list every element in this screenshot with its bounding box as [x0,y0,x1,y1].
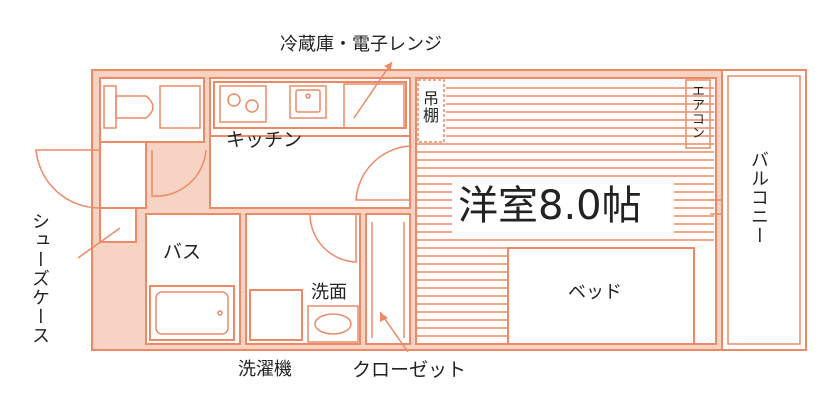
aircon-unit [685,79,711,149]
bath-room [145,213,241,345]
entrance-door-swing [35,149,101,209]
toilet-fixture [103,85,201,129]
washbasin-label: 洗面 [311,282,347,303]
room-door-swing [355,145,411,201]
fridge-microwave-label: 冷蔵庫・電子レンジ [280,34,442,55]
stove-burners-icon [219,85,267,123]
bath-label: バス [163,241,202,263]
hanging-shelf [417,79,445,143]
balcony-inner [727,75,801,345]
washing-machine-space [249,289,303,341]
washroom-door-swing [309,213,357,263]
room-label-bg [452,180,674,236]
hanging-shelf-label: 吊棚 [420,90,439,124]
entrance [99,141,147,209]
fridge-microwave-space [343,61,405,129]
shoe-case-pointer [77,227,121,259]
kitchen-area [209,77,411,209]
room-title: 洋室8.0帖 [458,183,642,229]
sink-icon [289,85,327,119]
balcony-label: バルコニー [748,150,769,245]
bed [507,247,695,345]
bed-label: ベッド [568,282,622,303]
closet-label: クローゼット [352,359,467,381]
kitchen-label: キッチン [226,129,303,151]
wash-basin [307,305,359,343]
balcony-outline [721,69,807,351]
closet-doors [371,222,409,353]
aircon-label: エアコン [689,84,704,140]
balcony-window [710,150,722,270]
shoe-case-cabinet [99,207,137,243]
washing-machine-label: 洗濯機 [238,359,292,380]
bathtub [149,285,235,341]
shoe-case-label: シューズケース [29,212,50,345]
inner-door-swing [151,149,207,197]
kitchen-counter [213,81,407,129]
